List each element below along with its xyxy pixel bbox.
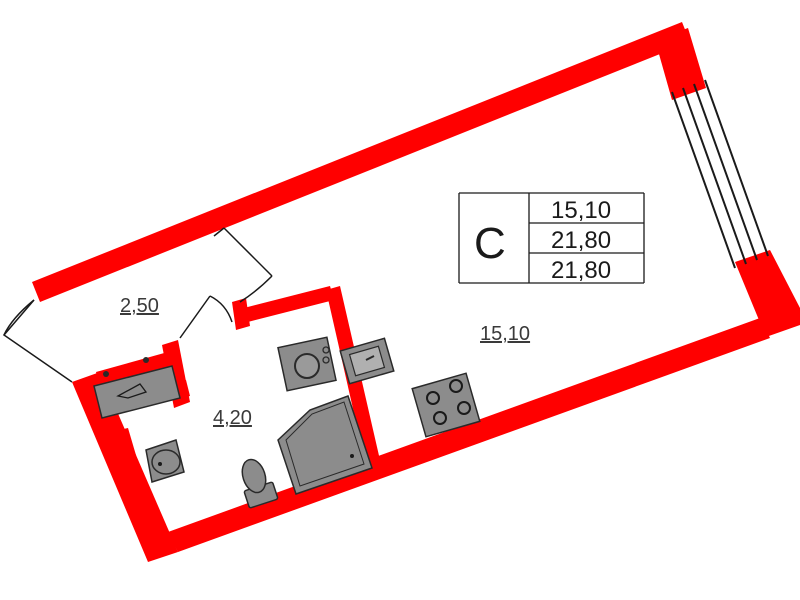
- top-wall: [32, 22, 690, 302]
- bottom-wall: [168, 318, 770, 552]
- hall-area-label: 2,50: [120, 295, 159, 317]
- bathroom-area-label: 4,20: [213, 407, 252, 429]
- right-wall-upper: [655, 28, 706, 100]
- right-wall-lower: [735, 250, 800, 337]
- walls: [32, 22, 800, 562]
- hall-door-icon: [213, 227, 273, 303]
- washing-machine-icon: [277, 336, 337, 392]
- sink-icon: [145, 439, 185, 483]
- toilet-icon: [241, 458, 279, 509]
- summary-living-area: 15,10: [551, 197, 611, 224]
- summary-total-area: 21,80: [551, 227, 611, 254]
- stove-icon: [411, 372, 481, 438]
- summary-total-area-with-balcony: 21,80: [551, 257, 611, 284]
- living-area-label: 15,10: [480, 323, 530, 345]
- bathroom-top-wall: [236, 286, 334, 324]
- window-icon: [671, 79, 769, 269]
- door-icon: [2, 299, 73, 383]
- apartment-type-letter: С: [474, 219, 506, 268]
- kitchen-sink-icon: [339, 337, 395, 385]
- bathroom-door-icon: [179, 295, 233, 339]
- area-summary-table: [458, 192, 645, 284]
- corridor-wall: [110, 428, 158, 536]
- wardrobe-icon: [93, 357, 181, 419]
- bathroom-door-jamb: [232, 298, 250, 330]
- shower-icon: [277, 395, 373, 495]
